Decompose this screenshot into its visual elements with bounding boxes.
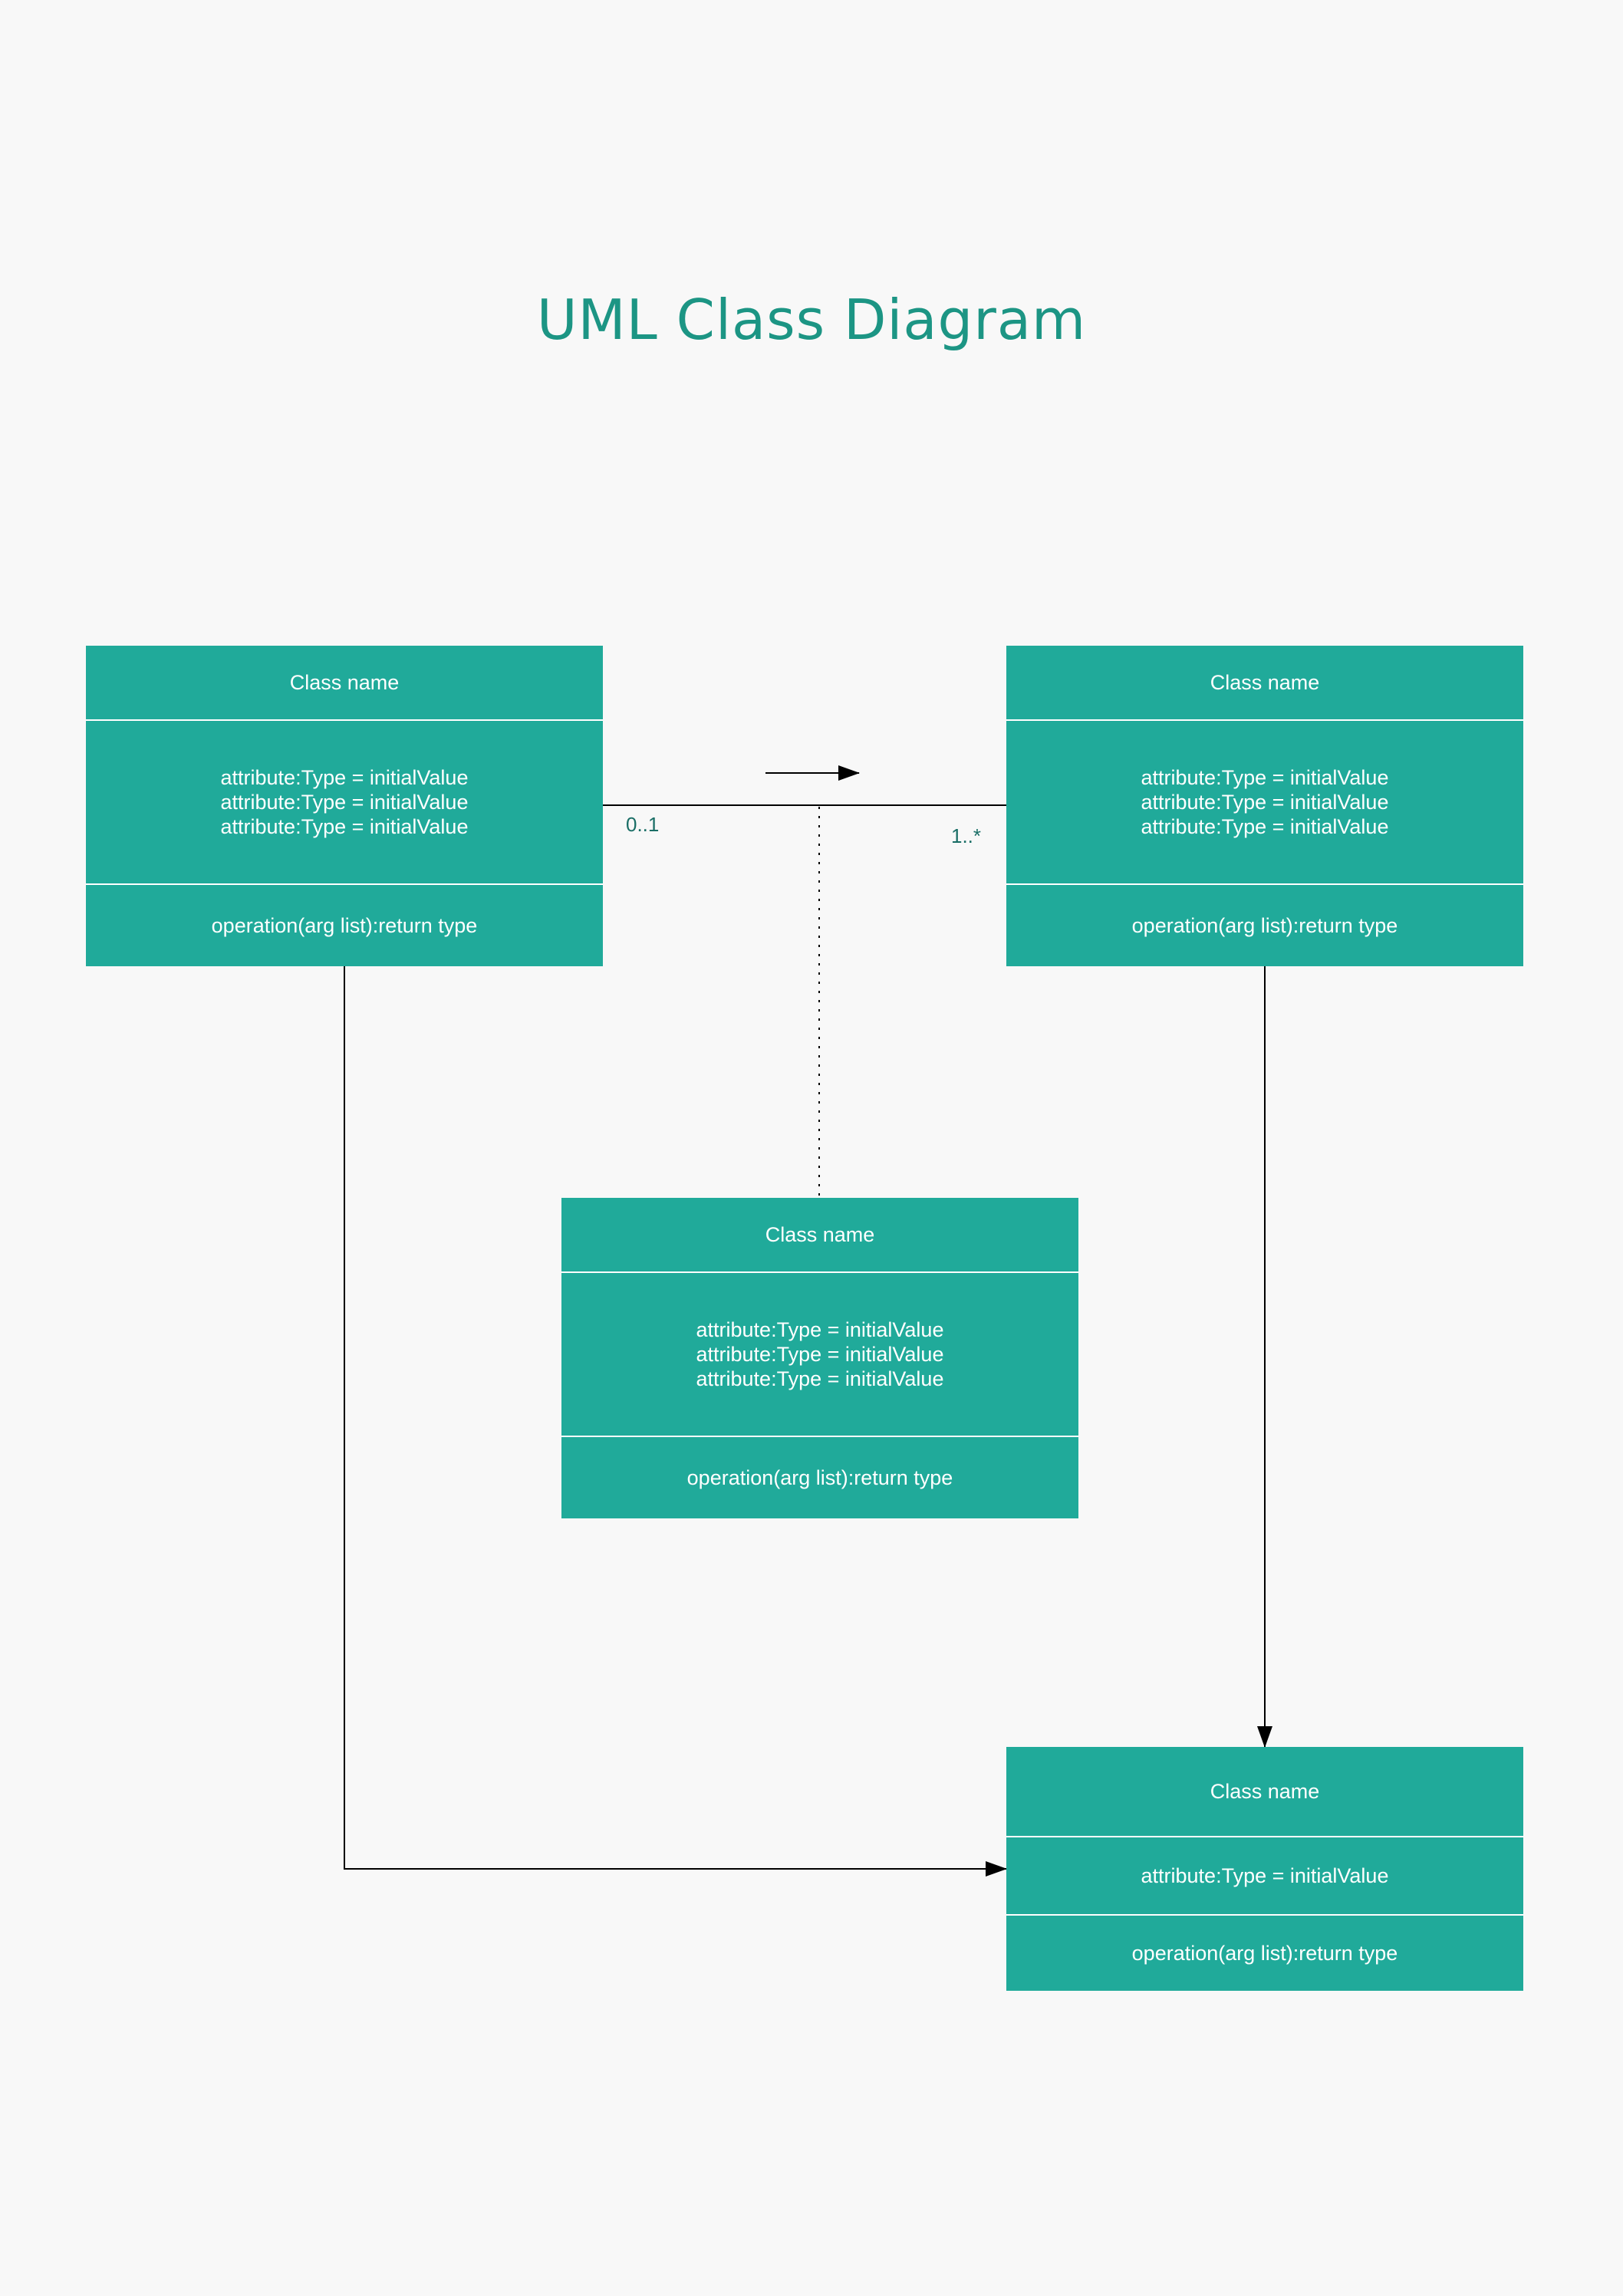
- class-name-section: Class name: [1006, 1747, 1523, 1836]
- page-title: UML Class Diagram: [536, 288, 1087, 352]
- operation: operation(arg list):return type: [686, 1466, 953, 1489]
- attribute: attribute:Type = initialValue: [220, 815, 469, 838]
- operation: operation(arg list):return type: [1131, 1942, 1398, 1965]
- attribute: attribute:Type = initialValue: [1141, 815, 1389, 838]
- attributes-section: attribute:Type = initialValue attribute:…: [1006, 719, 1523, 883]
- class-name: Class name: [1210, 1780, 1320, 1803]
- attribute: attribute:Type = initialValue: [1141, 791, 1389, 814]
- class-box-bottom[interactable]: Class name attribute:Type = initialValue…: [1006, 1747, 1523, 1991]
- attribute: attribute:Type = initialValue: [696, 1343, 944, 1366]
- multiplicity-source: 0..1: [626, 813, 660, 836]
- attributes-section: attribute:Type = initialValue attribute:…: [86, 719, 603, 883]
- connector-left-to-bottom[interactable]: [344, 966, 1007, 1877]
- attributes-section: attribute:Type = initialValue attribute:…: [561, 1271, 1078, 1436]
- class-box-top-left[interactable]: Class name attribute:Type = initialValue…: [86, 646, 603, 966]
- attribute: attribute:Type = initialValue: [696, 1318, 944, 1341]
- operation: operation(arg list):return type: [211, 914, 478, 937]
- operations-section: operation(arg list):return type: [86, 883, 603, 966]
- class-box-association[interactable]: Class name attribute:Type = initialValue…: [561, 1198, 1078, 1518]
- class-name: Class name: [765, 1223, 875, 1246]
- class-name-section: Class name: [561, 1198, 1078, 1271]
- operations-section: operation(arg list):return type: [1006, 883, 1523, 966]
- class-name-section: Class name: [1006, 646, 1523, 719]
- multiplicity-target: 1..*: [951, 824, 982, 847]
- operation: operation(arg list):return type: [1131, 914, 1398, 937]
- class-name: Class name: [1210, 671, 1320, 694]
- attributes-section: attribute:Type = initialValue: [1006, 1836, 1523, 1914]
- operations-section: operation(arg list):return type: [561, 1436, 1078, 1518]
- class-name: Class name: [289, 671, 400, 694]
- attribute: attribute:Type = initialValue: [220, 791, 469, 814]
- attribute: attribute:Type = initialValue: [1141, 766, 1389, 789]
- attribute: attribute:Type = initialValue: [696, 1367, 944, 1390]
- class-name-section: Class name: [86, 646, 603, 719]
- attribute: attribute:Type = initialValue: [220, 766, 469, 789]
- attribute: attribute:Type = initialValue: [1141, 1864, 1389, 1887]
- operations-section: operation(arg list):return type: [1006, 1914, 1523, 1991]
- class-box-top-right[interactable]: Class name attribute:Type = initialValue…: [1006, 646, 1523, 966]
